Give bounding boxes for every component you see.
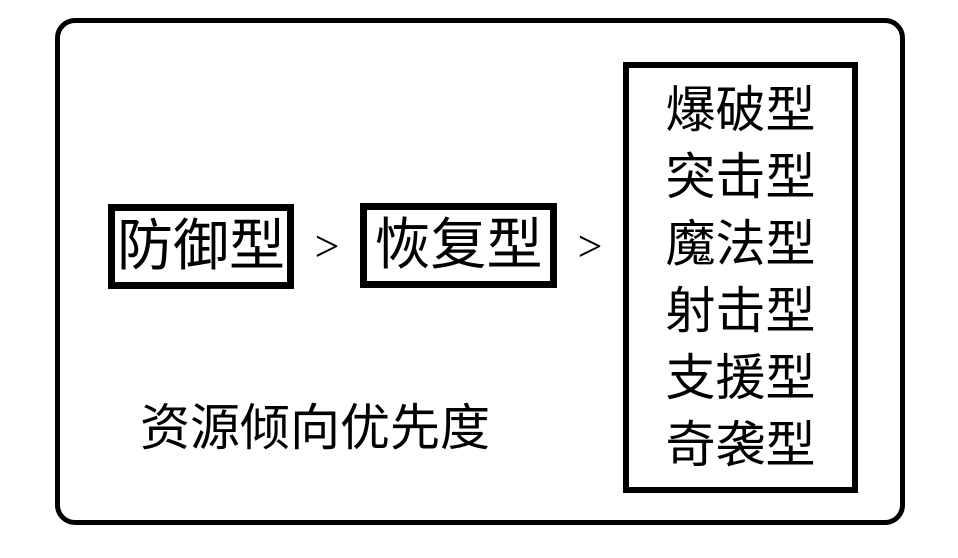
diagram-caption: 资源倾向优先度 bbox=[140, 400, 490, 456]
group-item-assault: 突击型 bbox=[665, 149, 816, 205]
greater-than-symbol-1: > bbox=[314, 221, 340, 271]
node-defense-label: 防御型 bbox=[117, 215, 285, 278]
group-item-support: 支援型 bbox=[665, 350, 816, 406]
node-recovery-box: 恢复型 bbox=[360, 203, 557, 288]
greater-than-symbol-2: > bbox=[577, 221, 603, 271]
node-defense-box: 防御型 bbox=[108, 204, 294, 289]
group-item-shooting: 射击型 bbox=[665, 283, 816, 339]
group-item-magic: 魔法型 bbox=[665, 216, 816, 272]
node-recovery-label: 恢复型 bbox=[374, 214, 543, 277]
group-item-blast: 爆破型 bbox=[665, 82, 816, 138]
group-item-raid: 奇袭型 bbox=[665, 417, 816, 473]
other-types-group-box: 爆破型 突击型 魔法型 射击型 支援型 奇袭型 bbox=[623, 62, 858, 493]
